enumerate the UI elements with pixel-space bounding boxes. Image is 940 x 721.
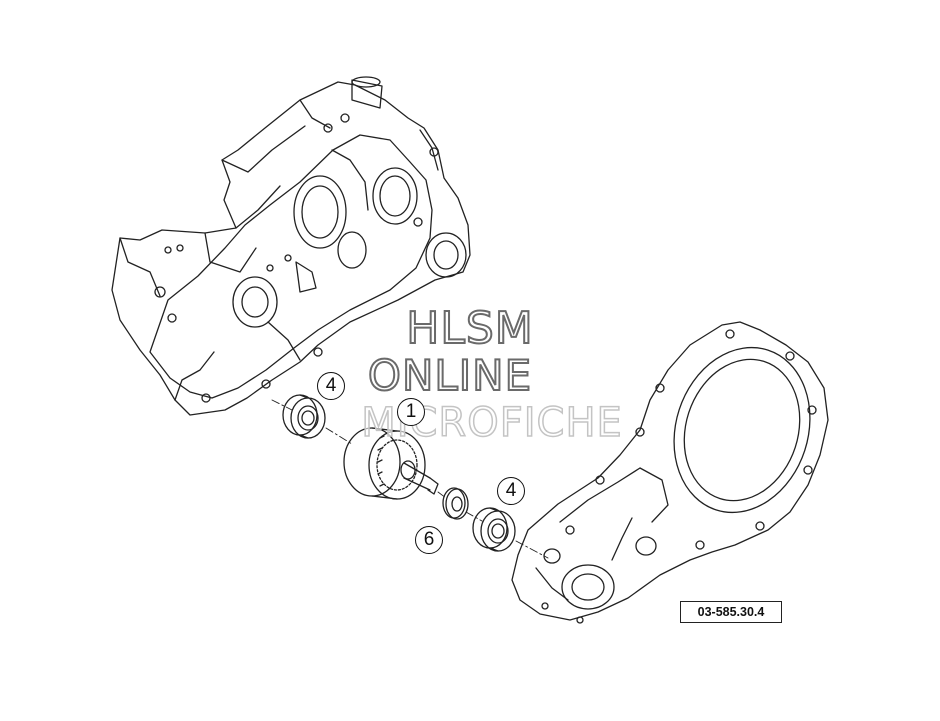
assembly-axis — [271, 399, 549, 559]
bearing-lower — [472, 507, 516, 552]
watermark-line-1: HLSM — [405, 303, 534, 354]
callout-part-4-lower[interactable]: 4 — [497, 477, 525, 505]
figure-code-label: 03-585.30.4 — [680, 601, 782, 623]
bearing-upper — [282, 394, 326, 439]
balancer-gear-shaft — [343, 427, 439, 500]
callout-part-6[interactable]: 6 — [415, 526, 443, 554]
case-cover — [511, 321, 829, 624]
callout-part-1[interactable]: 1 — [397, 398, 425, 426]
watermark-line-3: MICROFICHE — [360, 400, 623, 446]
callout-part-4-upper[interactable]: 4 — [317, 372, 345, 400]
thrust-washer — [442, 487, 469, 520]
engine-case-half — [111, 76, 471, 416]
watermark-line-2: ONLINE — [367, 351, 533, 400]
